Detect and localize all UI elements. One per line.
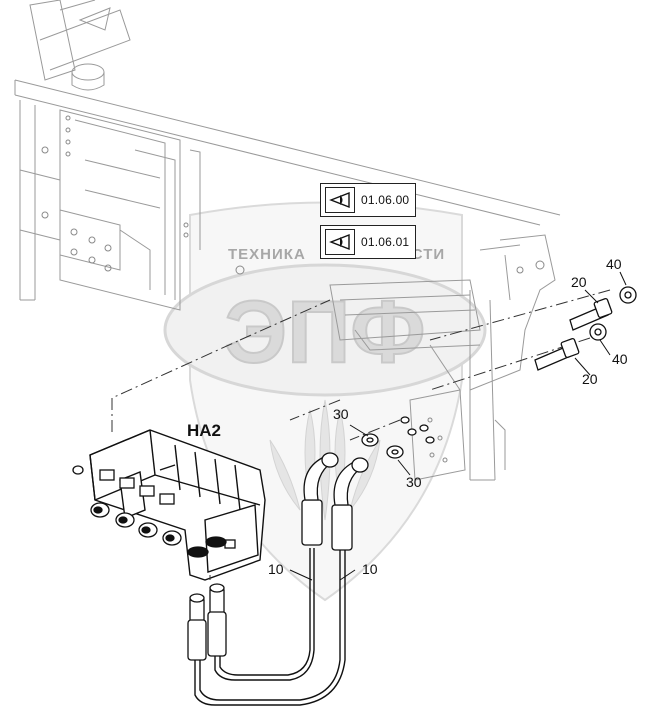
callout-leaders bbox=[289, 271, 627, 581]
callout-10-left: 10 bbox=[268, 561, 284, 577]
eye-reference-icon bbox=[325, 187, 355, 213]
callout-30-bottom: 30 bbox=[406, 474, 422, 490]
frame-holes bbox=[41, 115, 545, 463]
watermark-logo-text: ЭПФ bbox=[225, 282, 426, 381]
bolts-20 bbox=[534, 298, 613, 371]
callout-10-right: 10 bbox=[362, 561, 378, 577]
reference-box-1: 01.06.00 bbox=[320, 183, 416, 217]
callout-20-bottom: 20 bbox=[582, 371, 598, 387]
nuts-40 bbox=[589, 286, 637, 341]
valve-solenoids bbox=[72, 465, 236, 558]
watermark-text-line1: ТЕХНИКА bbox=[228, 246, 306, 263]
assembly-label: HA2 bbox=[187, 421, 222, 440]
callout-30-top: 30 bbox=[333, 406, 349, 422]
callout-40-bottom: 40 bbox=[612, 351, 628, 367]
reference-code: 01.06.01 bbox=[361, 235, 410, 249]
callout-20-top: 20 bbox=[571, 274, 587, 290]
hydraulic-hoses bbox=[194, 548, 346, 706]
reference-code: 01.06.00 bbox=[361, 193, 410, 207]
adapter-fittings-30 bbox=[361, 416, 435, 459]
eye-reference-icon bbox=[325, 229, 355, 255]
vehicle-frame bbox=[14, 0, 561, 481]
hose-fittings bbox=[187, 452, 369, 661]
callout-40-top: 40 bbox=[606, 256, 622, 272]
reference-box-2: 01.06.01 bbox=[320, 225, 416, 259]
